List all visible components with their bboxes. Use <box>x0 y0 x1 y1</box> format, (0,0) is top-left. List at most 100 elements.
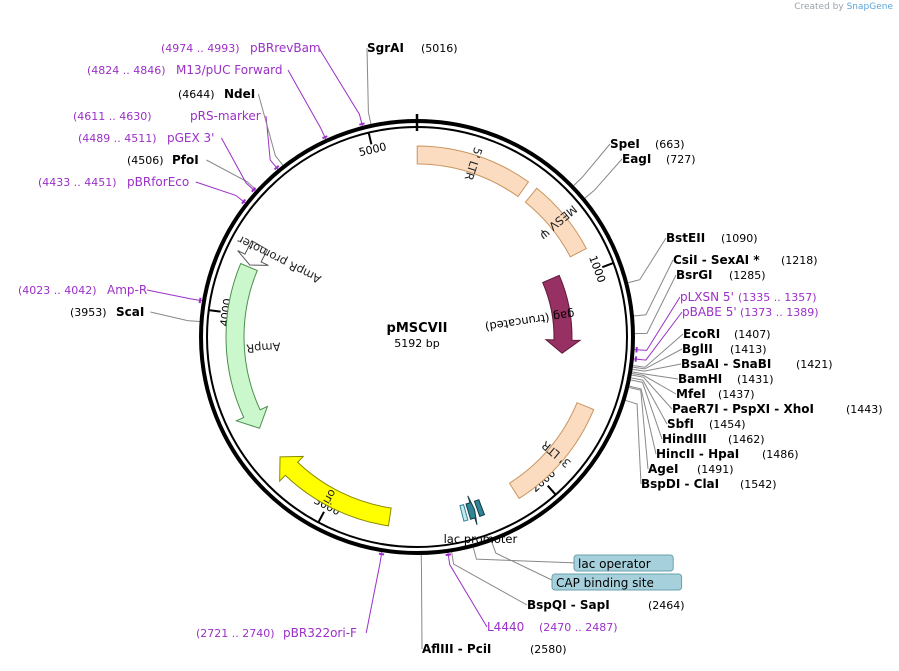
leader-bspdi-clai <box>625 399 642 485</box>
site-coord-pbr322ori-f: (2721 .. 2740) <box>196 627 275 640</box>
site-label-bsrgi[interactable]: BsrGI <box>676 268 713 282</box>
leader-bsteii <box>628 237 667 284</box>
leader-sgrai <box>366 47 372 125</box>
tick-1000 <box>601 261 614 269</box>
site-label-hindiii[interactable]: HindIII <box>662 432 707 446</box>
site-label-agei[interactable]: AgeI <box>648 462 678 476</box>
site-coord-bsteii: (1090) <box>721 232 758 245</box>
tick-2000 <box>546 485 557 496</box>
leader-cap-binding-site <box>491 541 557 583</box>
leader-bsaai-snabi <box>632 363 682 372</box>
leader-afliii-pcii <box>420 554 423 650</box>
feature-lac-promoter[interactable] <box>465 495 478 526</box>
primer-mark-m13-puc-forward <box>322 135 328 140</box>
site-label-pbabe-5[interactable]: pBABE 5' <box>682 305 737 319</box>
site-label-afliii-pcii[interactable]: AflIII - PciI <box>422 642 491 656</box>
feature-5-ltr[interactable] <box>416 145 530 198</box>
primer-mark-amp-r <box>198 297 202 304</box>
tick-label-1000: 1000 <box>586 254 608 285</box>
site-label-l4440[interactable]: L4440 <box>487 620 524 634</box>
site-label-bspdi-clai[interactable]: BspDI - ClaI <box>641 477 719 491</box>
site-coord-agei: (1491) <box>697 463 734 476</box>
site-label-ndei[interactable]: NdeI <box>224 87 255 101</box>
site-label-eagi[interactable]: EagI <box>622 152 651 166</box>
site-label-sbfi[interactable]: SbfI <box>667 417 694 431</box>
leader-paer7i-pspxi-xhoi <box>631 374 673 410</box>
leader-sbfi <box>631 377 668 425</box>
site-label-lac-operator[interactable]: lac operator <box>578 557 651 571</box>
site-label-spei[interactable]: SpeI <box>610 137 640 151</box>
site-label-bamhi[interactable]: BamHI <box>678 372 722 386</box>
leader-pgex-3 <box>220 137 256 192</box>
feature-cap-binding-site[interactable] <box>473 499 486 517</box>
feature-ori[interactable] <box>279 455 392 527</box>
site-label-bglii[interactable]: BglII <box>682 342 713 356</box>
leader-plxsn-5 <box>634 296 681 351</box>
site-coord-m13-puc-forward: (4824 .. 4846) <box>87 64 166 77</box>
site-coord-bsrgi: (1285) <box>729 269 766 282</box>
site-label-bsteii[interactable]: BstEII <box>666 231 705 245</box>
leader-l4440 <box>447 552 488 628</box>
primer-mark-pbabe-5 <box>634 356 638 362</box>
feature-lac-operator[interactable] <box>459 504 469 522</box>
site-label-bspqi-sapi[interactable]: BspQI - SapI <box>527 598 610 612</box>
site-label-scai[interactable]: ScaI <box>116 305 144 319</box>
leader-hindiii <box>630 379 663 440</box>
plasmid-name: pMSCVII <box>387 321 448 336</box>
site-coord-plxsn-5: (1335 .. 1357) <box>738 291 817 304</box>
site-coord-bsaai-snabi: (1421) <box>796 358 833 371</box>
feature-mesv[interactable] <box>524 187 587 258</box>
site-coord-pbrforeco: (4433 .. 4451) <box>38 176 117 189</box>
leader-ndei <box>257 93 284 166</box>
tick-3000 <box>317 511 325 523</box>
site-coord-paer7i-pspxi-xhoi: (1443) <box>846 403 883 416</box>
site-leaders-layer <box>146 47 684 650</box>
site-label-bsaai-snabi[interactable]: BsaAI - SnaBI <box>681 357 771 371</box>
leader-bglii <box>632 348 683 370</box>
leader-pbabe-5 <box>633 311 683 361</box>
site-label-sgrai[interactable]: SgrAI <box>367 41 404 55</box>
site-label-m13-puc-forward[interactable]: M13/pUC Forward <box>176 63 283 77</box>
primer-mark-pgex-3 <box>251 187 257 193</box>
feature-3-ltr[interactable] <box>508 402 595 500</box>
site-coord-sbfi: (1454) <box>709 418 746 431</box>
label-box-lac-operator <box>573 554 674 572</box>
site-coord-bspdi-clai: (1542) <box>740 478 777 491</box>
site-label-prs-marker[interactable]: pRS-marker <box>190 109 261 123</box>
site-coord-eagi: (727) <box>666 153 696 166</box>
site-label-cap-binding-site[interactable]: CAP binding site <box>556 576 654 590</box>
site-label-csii-sexai[interactable]: CsiI - SexAI * <box>673 253 760 267</box>
site-coord-pbrrevbam: (4974 .. 4993) <box>161 42 240 55</box>
leader-csii-sexai <box>633 259 674 317</box>
site-label-mfei[interactable]: MfeI <box>676 387 706 401</box>
site-label-pbr322ori-f[interactable]: pBR322ori-F <box>283 626 357 640</box>
leader-bsrgi <box>634 274 677 335</box>
leader-pbrrevbam <box>318 47 363 127</box>
site-label-pbrrevbam[interactable]: pBRrevBam <box>250 41 321 55</box>
site-label-plxsn-5[interactable]: pLXSN 5' <box>680 290 734 304</box>
tick-label-5000: 5000 <box>358 140 388 159</box>
feature-ampr-promoter[interactable] <box>237 240 269 266</box>
leader-bspqi-sapi <box>451 552 528 606</box>
site-label-amp-r[interactable]: Amp-R <box>107 283 147 297</box>
feature-gag-truncated[interactable] <box>542 274 582 354</box>
site-coord-pbabe-5: (1373 .. 1389) <box>740 306 819 319</box>
label-box-cap-binding-site <box>551 573 683 591</box>
site-label-pgex-3[interactable]: pGEX 3' <box>167 131 214 145</box>
site-label-pbrforeco[interactable]: pBRforEco <box>127 175 189 189</box>
snapgene-credit: Created by SnapGene <box>794 2 893 12</box>
site-coord-bspqi-sapi: (2464) <box>648 599 685 612</box>
site-label-ecori[interactable]: EcoRI <box>683 327 720 341</box>
leader-amp-r <box>146 289 203 302</box>
site-coord-pgex-3: (4489 .. 4511) <box>78 132 157 145</box>
site-label-hincii-hpai[interactable]: HincII - HpaI <box>656 447 739 461</box>
leader-ecori <box>633 333 684 368</box>
snapgene-logo-text: SnapGene <box>846 2 893 12</box>
site-label-paer7i-pspxi-xhoi[interactable]: PaeR7I - PspXI - XhoI <box>672 402 814 416</box>
site-label-pfoi[interactable]: PfoI <box>172 153 199 167</box>
site-coord-scai: (3953) <box>70 306 107 319</box>
feature-ampr[interactable] <box>225 262 269 429</box>
feature-label-ori: ori <box>320 487 339 507</box>
